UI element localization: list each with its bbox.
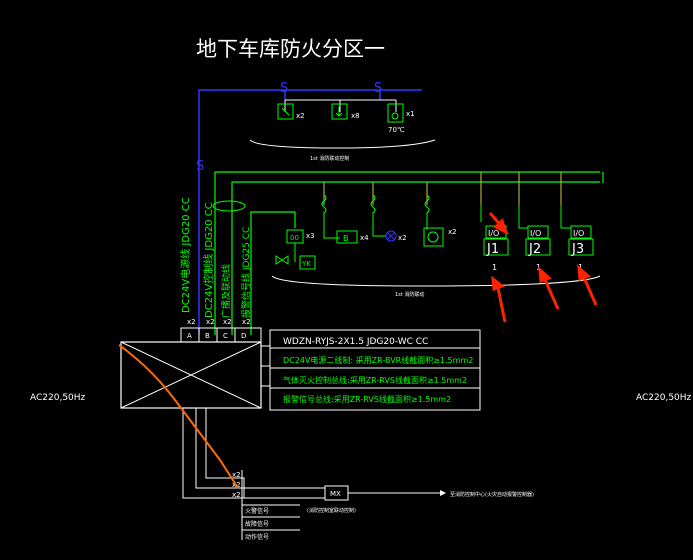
terminal-c: C — [223, 332, 228, 340]
terminal-a: A — [187, 332, 192, 340]
mx-label: MX — [330, 490, 341, 498]
arrow-right-icon — [440, 490, 446, 496]
controller-cross — [120, 341, 262, 409]
heat-mult: x8 — [351, 112, 360, 120]
j3-io: I/O — [573, 229, 584, 238]
light-label: B — [343, 234, 349, 243]
heat-detector-icon — [331, 103, 348, 120]
bell-icon — [427, 231, 439, 243]
speaker-cross — [386, 231, 396, 241]
top-device-wiring — [284, 99, 397, 112]
top-group-note: 1st 消防联动控制 — [310, 155, 349, 162]
temp-label: 70℃ — [388, 126, 405, 134]
signal-3: 动作信号 — [245, 533, 269, 541]
vtext-1: DC24V电源线 JDG20 CC — [179, 197, 192, 313]
s-letter-3: S — [374, 81, 382, 96]
orange-annotation — [118, 344, 239, 489]
mx-note: (消防控制室联动控制) — [307, 507, 356, 514]
lower-x1: x2 — [232, 471, 241, 479]
smoke-mult: x2 — [296, 112, 305, 120]
x2b-label: x2 — [448, 228, 457, 236]
io-module-j3: I/O J3 1 — [560, 205, 594, 272]
left-power-label: AC220,50Hz — [30, 393, 86, 403]
legend-row-4: 报警信号总线:采用ZR-RVS线截面积≥1.5mm2 — [283, 394, 451, 404]
bus-label-1: x2 — [187, 318, 196, 326]
red-arrow-3-icon — [577, 264, 591, 282]
bus-label-2: x2 — [206, 318, 215, 326]
io-module-j1: I/O J1 1 — [480, 205, 509, 272]
diagram-title: 地下车库防火分区一 — [196, 37, 385, 61]
x4-label: x4 — [360, 234, 369, 242]
j2-io: I/O — [530, 229, 541, 238]
j2-label: J2 — [528, 242, 541, 257]
red-arrow-4-icon — [493, 218, 509, 236]
coil-symbols — [321, 194, 430, 214]
smoke-detector-glyph — [281, 107, 290, 116]
j1-count: 1 — [492, 263, 497, 272]
terminal-d: D — [241, 332, 246, 340]
temp-mult: x1 — [406, 110, 415, 118]
controller-box — [120, 341, 262, 409]
right-power-label: AC220,50Hz — [636, 393, 692, 403]
terminal-b: B — [205, 332, 210, 340]
module-label: 00 — [290, 234, 299, 242]
heat-detector-glyph — [335, 107, 343, 117]
signal-2: 故障信号 — [245, 520, 269, 528]
smoke-detector-icon — [277, 103, 294, 120]
j3-label: J3 — [571, 242, 584, 257]
valve-label: YK — [301, 260, 311, 268]
legend-row-1: WDZN-RYJS-2X1.5 JDG20-WC CC — [283, 337, 428, 347]
right-note: 至消防控制中心(火灾自动报警控制器) — [450, 491, 534, 498]
green-bus — [214, 171, 604, 335]
io-module-j2: I/O J2 1 — [518, 205, 551, 272]
bottom-group-note: 1st 消防联动 — [395, 291, 424, 298]
vtext-2: DC24V控制线 JDG20 CC — [202, 202, 215, 318]
temp-detector-glyph — [391, 112, 399, 120]
legend-table — [261, 329, 481, 411]
s-letter-2: S — [280, 81, 288, 96]
s-letter-1: S — [196, 159, 204, 174]
bus-label-4: x2 — [242, 318, 251, 326]
valve-box — [299, 255, 316, 270]
lower-wiring — [182, 408, 440, 540]
v3-label: x3 — [306, 232, 315, 240]
j1-io: I/O — [488, 229, 499, 238]
lower-x3: x2 — [232, 491, 241, 499]
signal-1: 火警信号 — [245, 507, 269, 515]
vtext-3: 广播及联动线 — [220, 264, 232, 318]
terminal-strip — [180, 327, 262, 343]
vtext-4: 报警信号线 JDG25 CC — [240, 227, 252, 318]
light-box — [336, 230, 358, 244]
cable-ellipse — [212, 200, 246, 212]
terminal-dividers — [198, 328, 236, 342]
mx-box — [324, 485, 349, 501]
valve-icon — [275, 255, 289, 265]
red-arrow-1-icon — [491, 275, 506, 292]
temp-detector-icon — [387, 103, 404, 123]
red-arrows — [488, 212, 598, 323]
legend-row-3: 气体灭火控制总线:采用ZR-RVS线截面积≥1.5mm2 — [283, 375, 467, 385]
x2a-wire — [372, 212, 386, 237]
bell-box — [423, 227, 444, 247]
bus-label-3: x2 — [223, 318, 232, 326]
legend-row-2: DC24V电源二线制: 采用ZR-BVR线截面积≥1.5mm2 — [283, 355, 473, 365]
j1-label: J1 — [486, 242, 499, 257]
red-arrow-2-icon — [538, 266, 552, 284]
device-drops — [323, 172, 562, 205]
mid-brace — [271, 275, 601, 287]
x4-wire — [323, 212, 340, 239]
x2a-label: x2 — [398, 234, 407, 242]
speaker-icon — [385, 230, 397, 242]
top-brace — [249, 139, 436, 149]
blue-bus — [198, 89, 422, 335]
